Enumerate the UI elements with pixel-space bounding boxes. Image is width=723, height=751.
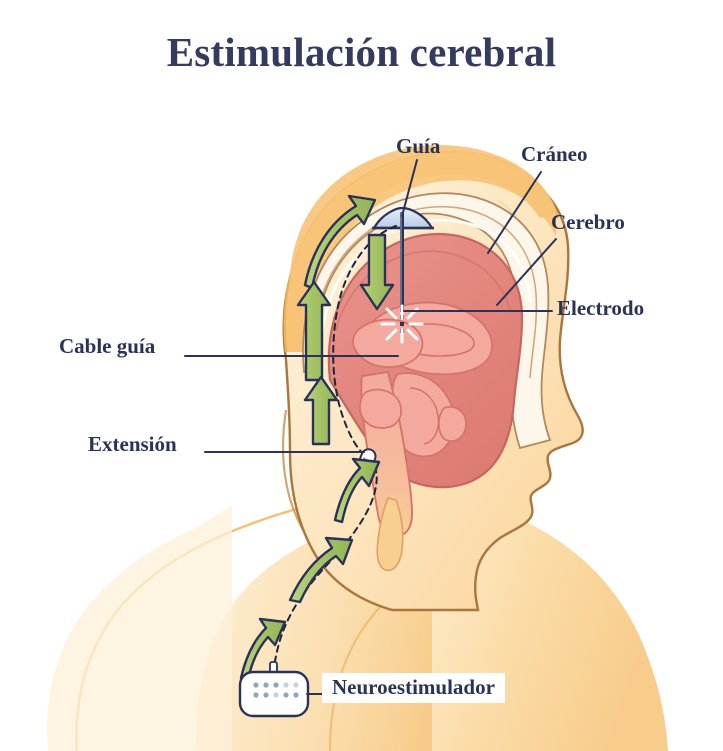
label-extension: Extensión xyxy=(78,430,187,461)
label-cerebro: Cerebro xyxy=(551,210,625,234)
arrow-scalp-lower xyxy=(303,375,339,446)
leader-craneo xyxy=(487,171,542,254)
arrow-scalp-top xyxy=(303,194,377,290)
leader-lines xyxy=(184,159,557,695)
label-guia: Guía xyxy=(396,134,441,158)
leader-cerebro xyxy=(496,238,557,306)
label-electrodo: Electrodo xyxy=(557,296,645,320)
label-neuroestimulador: Neuroestimulador xyxy=(322,673,505,704)
label-craneo: Cráneo xyxy=(521,142,588,166)
stimulation-spark xyxy=(380,304,424,344)
device-dot-grid xyxy=(253,682,299,698)
page-title: Estimulación cerebral xyxy=(166,29,557,75)
label-cable-guia: Cable guía xyxy=(59,334,156,358)
leader-guia xyxy=(401,159,418,217)
arrow-down-probe xyxy=(359,233,395,311)
arrow-chest xyxy=(239,617,287,682)
arrow-neck-lower xyxy=(288,536,354,604)
arrow-neck-upper xyxy=(333,457,381,524)
